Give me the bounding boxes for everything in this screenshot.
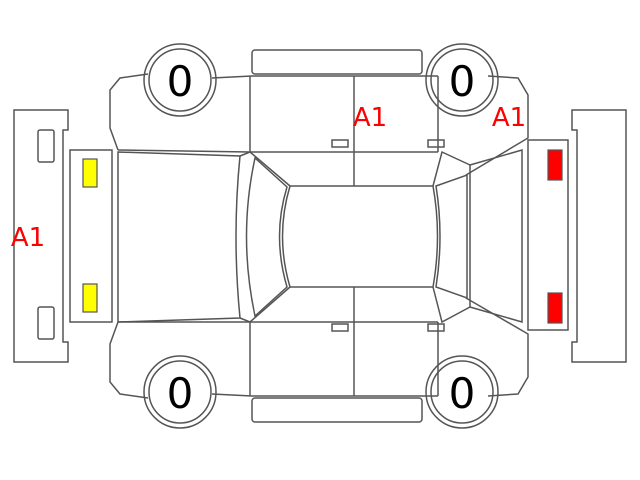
a-pillar-upper <box>239 151 291 187</box>
tire-front-right-value: 0 <box>167 369 194 418</box>
front-bumper-tab-lower <box>37 306 55 340</box>
front-lamp-upper[interactable] <box>82 158 98 188</box>
trunk[interactable] <box>469 149 523 323</box>
front-right-wheel[interactable] <box>148 360 212 424</box>
rear-left-wheel-arch <box>425 43 499 117</box>
left-side-step[interactable] <box>251 49 423 75</box>
rear-window[interactable] <box>435 173 468 300</box>
right-rear-door-handle <box>427 323 445 332</box>
a-pillar-lower <box>239 286 291 323</box>
damage-mark-left-rear-fender: A1 <box>492 103 526 133</box>
left-front-fender[interactable] <box>117 149 251 153</box>
left-front-door-handle <box>331 139 349 148</box>
c-pillar-lower <box>432 286 471 324</box>
rear-lamp-upper[interactable] <box>547 149 563 181</box>
right-side-profile[interactable] <box>109 297 529 399</box>
rear-right-wheel-arch <box>425 355 499 429</box>
left-side-profile[interactable] <box>109 73 529 176</box>
rear-panel[interactable] <box>527 139 569 331</box>
tire-rear-left-value: 0 <box>449 57 476 106</box>
hood[interactable] <box>117 151 241 323</box>
damage-mark-front-bumper: A1 <box>11 223 45 253</box>
front-panel[interactable] <box>69 149 113 323</box>
front-left-wheel-arch <box>143 43 217 117</box>
front-right-wheel-arch <box>143 355 217 429</box>
tire-front-left-value: 0 <box>167 57 194 106</box>
rear-lamp-lower[interactable] <box>547 292 563 324</box>
left-rear-door-handle <box>427 139 445 148</box>
roof[interactable] <box>281 185 439 288</box>
damage-mark-left-rear-door: A1 <box>353 103 387 133</box>
front-bumper-tab-upper <box>37 129 55 163</box>
front-bumper[interactable] <box>13 109 69 363</box>
rear-bumper[interactable] <box>571 109 627 363</box>
rear-left-wheel[interactable] <box>430 48 494 112</box>
front-left-wheel[interactable] <box>148 48 212 112</box>
windshield[interactable] <box>245 156 288 318</box>
right-side-step[interactable] <box>251 397 423 423</box>
front-lamp-lower[interactable] <box>82 283 98 313</box>
rear-right-wheel[interactable] <box>430 360 494 424</box>
c-pillar-upper <box>432 150 471 187</box>
right-front-door-handle <box>331 323 349 332</box>
tire-rear-right-value: 0 <box>449 369 476 418</box>
